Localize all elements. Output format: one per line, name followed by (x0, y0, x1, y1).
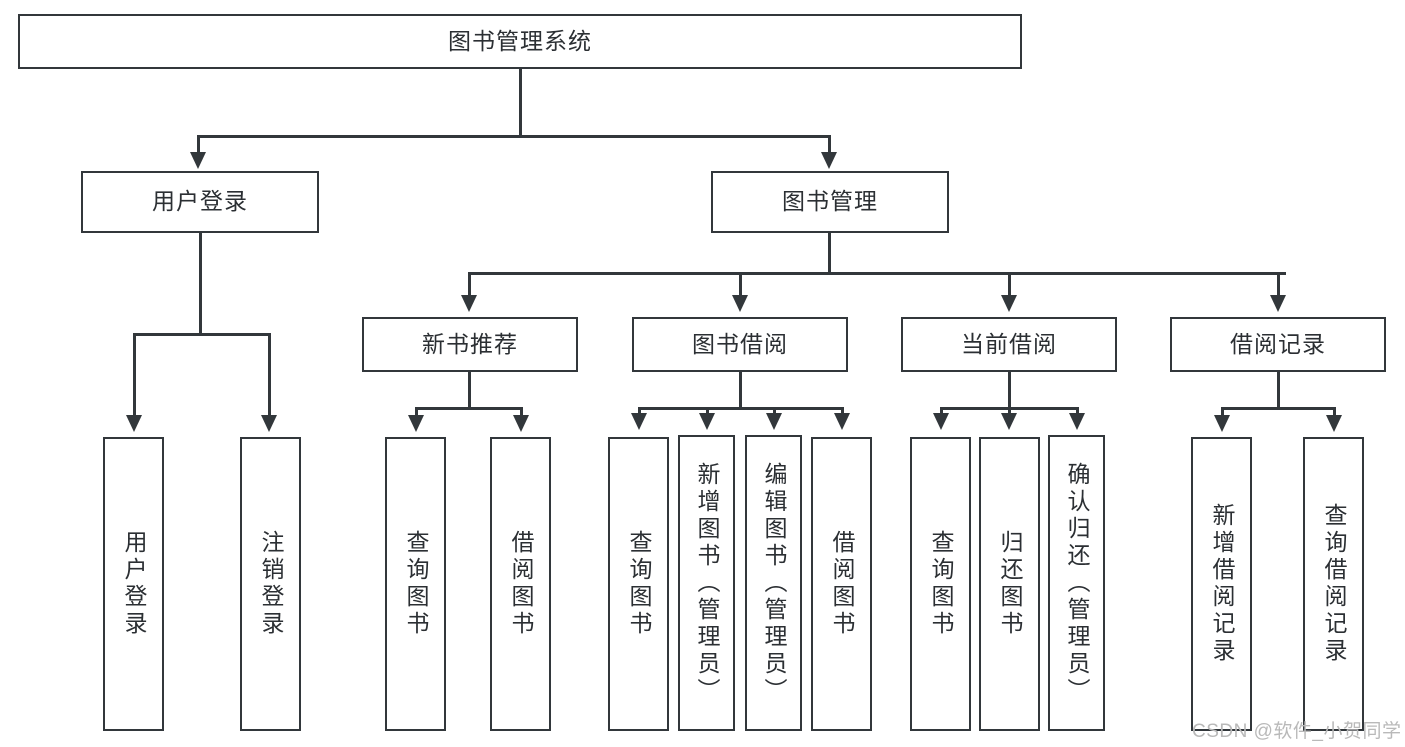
connector-user-login-to-leaf-2 (268, 333, 271, 417)
arrowhead-bm-book-borrow (732, 295, 748, 312)
connector-book-borrow-to-leaf-4 (841, 407, 844, 417)
connector-root-split-bar (197, 135, 831, 138)
connector-book-borrow-split-bar (638, 407, 842, 410)
connector-bm-to-book-borrow (739, 272, 742, 297)
arrowhead-new-book-leaf-1 (408, 415, 424, 432)
node-label: 查询图书 (626, 530, 652, 638)
arrowhead-new-book-leaf-2 (513, 415, 529, 432)
connector-new-book-to-leaf-2 (520, 407, 523, 417)
arrowhead-current-borrow-leaf-1 (933, 413, 949, 430)
connector-borrow-record-to-leaf-1 (1221, 407, 1224, 417)
arrowhead-root-to-user-login (190, 152, 206, 169)
leaf-current-borrow-confirm-return-admin[interactable]: 确认归还（管理员） (1048, 435, 1105, 731)
arrowhead-book-borrow-leaf-2 (699, 413, 715, 430)
leaf-user-login-logout[interactable]: 注销登录 (240, 437, 301, 731)
connector-user-login-to-leaf-1 (133, 333, 136, 417)
connector-borrow-record-to-leaf-2 (1333, 407, 1336, 417)
leaf-user-login-login[interactable]: 用户登录 (103, 437, 164, 731)
arrowhead-bm-borrow-record (1270, 295, 1286, 312)
node-borrow-record[interactable]: 借阅记录 (1170, 317, 1386, 372)
connector-bm-to-new-book (468, 272, 471, 297)
connector-new-book-to-leaf-1 (415, 407, 418, 417)
leaf-new-book-borrow-book[interactable]: 借阅图书 (490, 437, 551, 731)
leaf-book-borrow-borrow-book[interactable]: 借阅图书 (811, 437, 872, 731)
arrowhead-borrow-record-leaf-1 (1214, 415, 1230, 432)
leaf-borrow-record-query-record[interactable]: 查询借阅记录 (1303, 437, 1364, 731)
connector-current-borrow-to-leaf-1 (940, 407, 943, 417)
node-new-book-recommend[interactable]: 新书推荐 (362, 317, 578, 372)
node-label: 确认归还（管理员） (1064, 461, 1090, 705)
arrowhead-user-login-leaf-1 (126, 415, 142, 432)
connector-root-to-book-management (828, 135, 831, 158)
node-label: 用户登录 (152, 188, 248, 215)
connector-book-borrow-to-leaf-1 (638, 407, 641, 417)
node-label: 新增图书（管理员） (694, 461, 720, 705)
arrowhead-current-borrow-leaf-3 (1069, 413, 1085, 430)
node-label: 新书推荐 (422, 330, 518, 357)
leaf-borrow-record-add-record[interactable]: 新增借阅记录 (1191, 437, 1252, 731)
node-book-management[interactable]: 图书管理 (711, 171, 949, 233)
connector-book-management-stem (828, 233, 831, 273)
node-label: 归还图书 (997, 530, 1023, 638)
node-label: 新增借阅记录 (1209, 503, 1235, 665)
connector-root-stem (519, 69, 522, 136)
node-current-borrow[interactable]: 当前借阅 (901, 317, 1117, 372)
arrowhead-book-borrow-leaf-1 (631, 413, 647, 430)
node-label: 图书管理 (782, 188, 878, 215)
connector-book-management-split-bar (468, 272, 1286, 275)
connector-new-book-split-bar (415, 407, 523, 410)
node-book-borrow[interactable]: 图书借阅 (632, 317, 848, 372)
connector-book-borrow-to-leaf-3 (773, 407, 776, 417)
leaf-book-borrow-edit-book-admin[interactable]: 编辑图书（管理员） (745, 435, 802, 731)
node-label: 借阅记录 (1230, 330, 1326, 357)
leaf-current-borrow-return-book[interactable]: 归还图书 (979, 437, 1040, 731)
node-label: 查询图书 (403, 530, 429, 638)
connector-bm-to-current-borrow (1008, 272, 1011, 297)
connector-root-to-user-login (197, 135, 200, 158)
node-label: 查询借阅记录 (1321, 503, 1347, 665)
connector-borrow-record-split-bar (1221, 407, 1336, 410)
leaf-book-borrow-add-book-admin[interactable]: 新增图书（管理员） (678, 435, 735, 731)
node-user-login[interactable]: 用户登录 (81, 171, 319, 233)
node-label: 图书借阅 (692, 330, 788, 357)
arrowhead-current-borrow-leaf-2 (1001, 413, 1017, 430)
node-label: 编辑图书（管理员） (761, 461, 787, 705)
arrowhead-book-borrow-leaf-4 (834, 413, 850, 430)
connector-user-login-split-bar (133, 333, 270, 336)
connector-borrow-record-stem (1277, 372, 1280, 408)
connector-bm-to-borrow-record (1277, 272, 1280, 297)
arrowhead-user-login-leaf-2 (261, 415, 277, 432)
node-label: 查询图书 (928, 530, 954, 638)
connector-current-borrow-to-leaf-2 (1008, 407, 1011, 417)
connector-new-book-stem (468, 372, 471, 408)
node-label: 借阅图书 (829, 530, 855, 638)
arrowhead-borrow-record-leaf-2 (1326, 415, 1342, 432)
connector-user-login-stem (199, 233, 202, 334)
leaf-new-book-query-book[interactable]: 查询图书 (385, 437, 446, 731)
node-label: 注销登录 (258, 530, 284, 638)
arrowhead-bm-new-book (461, 295, 477, 312)
arrowhead-bm-current-borrow (1001, 295, 1017, 312)
leaf-book-borrow-query-book[interactable]: 查询图书 (608, 437, 669, 731)
node-root-book-management-system[interactable]: 图书管理系统 (18, 14, 1022, 69)
leaf-current-borrow-query-book[interactable]: 查询图书 (910, 437, 971, 731)
node-label: 图书管理系统 (448, 27, 592, 54)
connector-book-borrow-stem (739, 372, 742, 408)
arrowhead-root-to-book-management (821, 152, 837, 169)
node-label: 借阅图书 (508, 530, 534, 638)
arrowhead-book-borrow-leaf-3 (766, 413, 782, 430)
connector-current-borrow-stem (1008, 372, 1011, 408)
node-label: 当前借阅 (961, 330, 1057, 357)
connector-book-borrow-to-leaf-2 (706, 407, 709, 417)
node-label: 用户登录 (121, 530, 147, 638)
connector-current-borrow-to-leaf-3 (1076, 407, 1079, 417)
